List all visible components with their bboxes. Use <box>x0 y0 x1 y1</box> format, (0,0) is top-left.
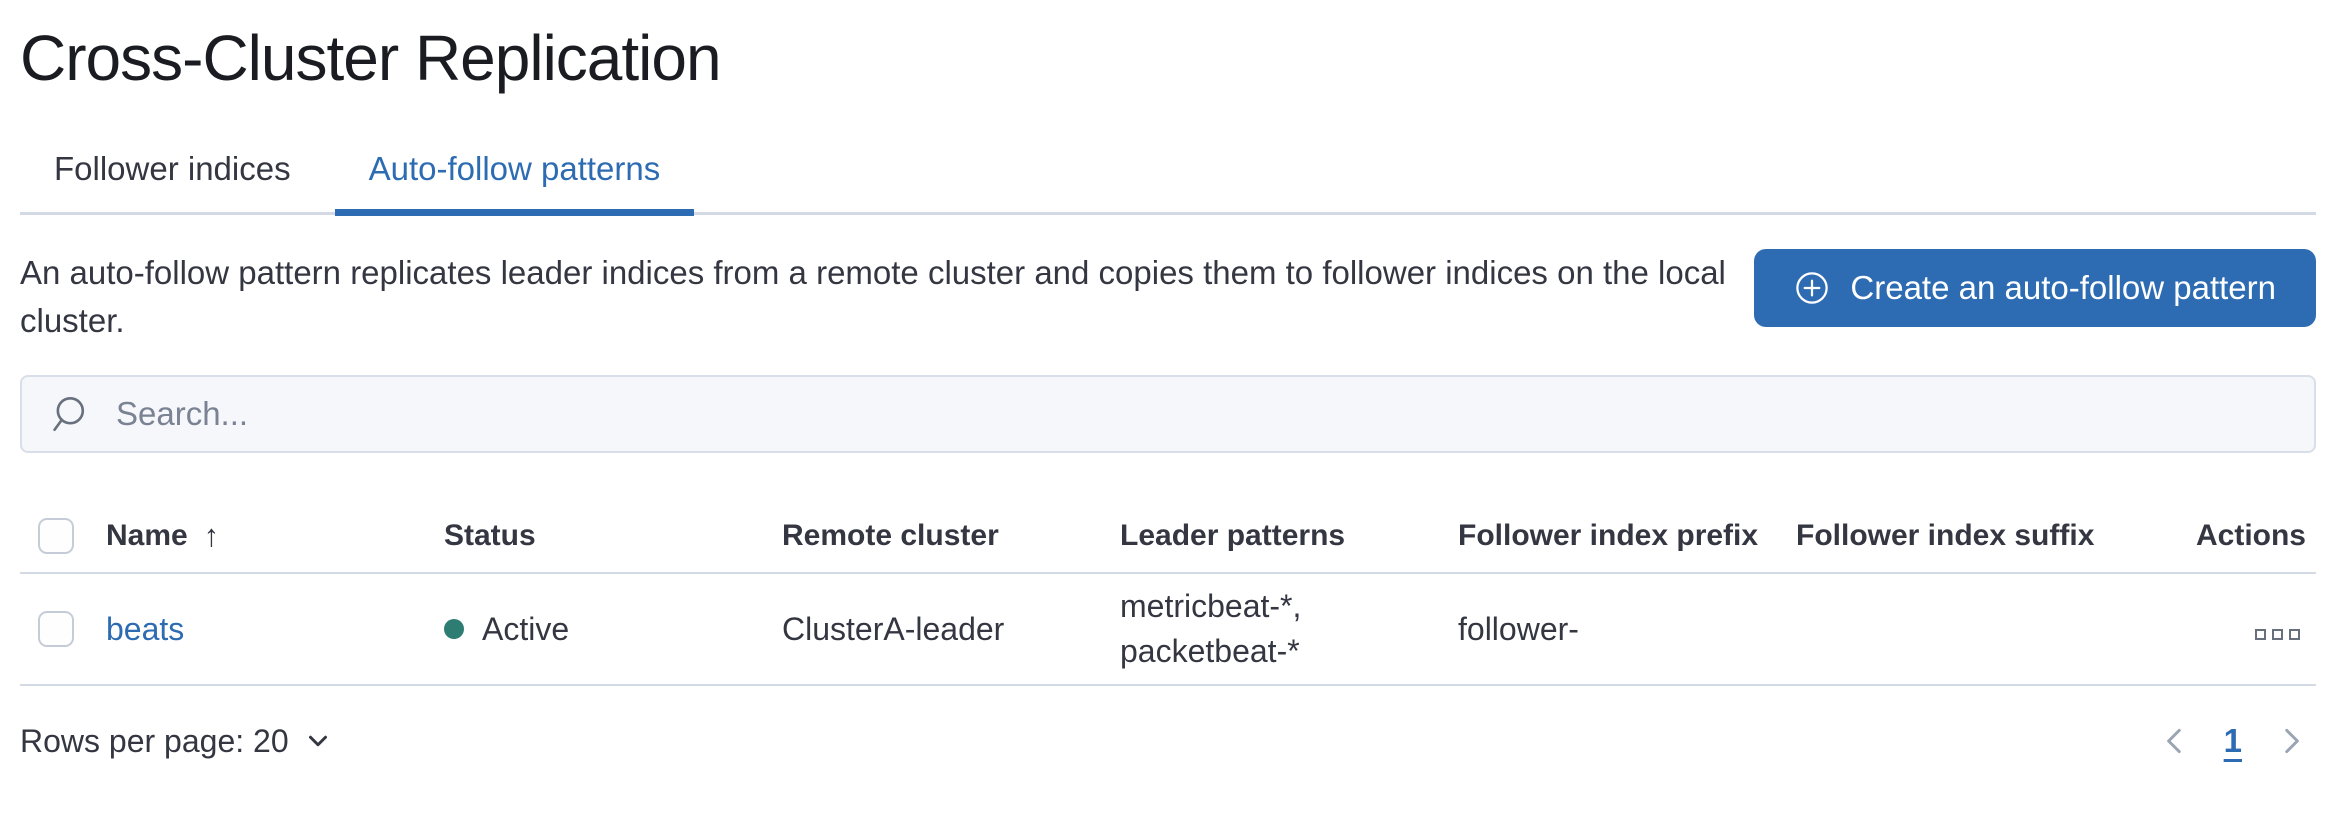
remote-cluster-cell: ClusterA-leader <box>770 573 1108 686</box>
create-button-label: Create an auto-follow pattern <box>1850 269 2276 306</box>
column-header-status: Status <box>432 499 770 574</box>
follower-index-prefix-cell: follower- <box>1446 573 1784 686</box>
pagination-previous-button[interactable] <box>2154 720 2196 762</box>
cross-cluster-replication-page: Cross-Cluster Replication Follower indic… <box>0 20 2336 772</box>
tab-follower-indices[interactable]: Follower indices <box>54 150 291 187</box>
pagination-next-button[interactable] <box>2270 720 2312 762</box>
leader-patterns-cell: metricbeat-*, packetbeat-* <box>1108 573 1446 686</box>
chevron-left-icon <box>2166 728 2181 754</box>
column-header-follower-index-suffix: Follower index suffix <box>1784 499 2122 574</box>
intro-row: An auto-follow pattern replicates leader… <box>20 249 2316 345</box>
select-row-checkbox[interactable] <box>38 611 74 647</box>
column-header-follower-index-prefix: Follower index prefix <box>1446 499 1784 574</box>
status-cell: Active <box>444 611 758 648</box>
boxes-horizontal-icon <box>2255 628 2300 640</box>
search-bar <box>20 375 2316 453</box>
table-row: beats Active ClusterA-leader metricbeat-… <box>20 573 2316 686</box>
pagination-page-1[interactable]: 1 <box>2223 722 2242 759</box>
select-all-checkbox[interactable] <box>38 517 74 554</box>
row-actions-button[interactable] <box>2249 623 2306 646</box>
column-header-name[interactable]: Name ↑ <box>106 517 220 553</box>
page-title: Cross-Cluster Replication <box>20 22 722 94</box>
create-auto-follow-pattern-button[interactable]: Create an auto-follow pattern <box>1754 249 2316 327</box>
rows-per-page-label: Rows per page: 20 <box>20 722 289 759</box>
pagination: 1 <box>2154 720 2312 762</box>
status-active-dot-icon <box>444 619 464 639</box>
status-label: Active <box>482 610 570 647</box>
rows-per-page-selector[interactable]: Rows per page: 20 <box>20 723 333 760</box>
tabs: Follower indices Auto-follow patterns <box>20 150 2316 216</box>
chevron-right-icon <box>2285 728 2299 754</box>
column-header-leader-patterns: Leader patterns <box>1108 499 1446 574</box>
page-description: An auto-follow pattern replicates leader… <box>20 254 1726 339</box>
search-input[interactable] <box>114 394 2288 434</box>
auto-follow-patterns-table: Name ↑ Status Remote cluster Leader patt… <box>20 499 2316 686</box>
follower-index-suffix-cell <box>1784 573 2122 686</box>
plus-in-circle-icon <box>1796 272 1829 304</box>
column-header-remote-cluster: Remote cluster <box>770 499 1108 574</box>
tab-auto-follow-patterns[interactable]: Auto-follow patterns <box>334 150 695 216</box>
table-header-row: Name ↑ Status Remote cluster Leader patt… <box>20 499 2316 574</box>
chevron-down-icon <box>308 735 327 747</box>
pattern-name-link[interactable]: beats <box>106 610 185 647</box>
search-icon <box>53 396 85 432</box>
column-header-actions: Actions <box>2122 499 2316 574</box>
sort-ascending-icon: ↑ <box>203 517 220 553</box>
table-footer: Rows per page: 20 1 <box>20 710 2316 772</box>
